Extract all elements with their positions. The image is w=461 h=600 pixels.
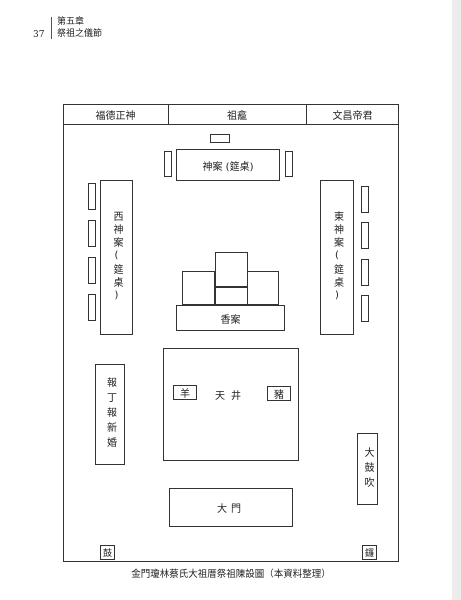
gong-marker: 鑼 xyxy=(362,545,377,560)
courtyard xyxy=(163,348,299,461)
main-gate: 大門 xyxy=(169,488,293,527)
offering-stack-middle xyxy=(215,287,248,305)
header-divider xyxy=(51,17,52,39)
wenchang-label: 文昌帝君 xyxy=(332,110,373,122)
page-gutter xyxy=(452,0,461,600)
west-chair-3 xyxy=(88,257,96,284)
main-altar-chair-right xyxy=(285,151,293,177)
east-chair-1 xyxy=(361,186,369,213)
west-chair-1 xyxy=(88,183,96,210)
east-chair-3 xyxy=(361,259,369,286)
courtyard-label: 天井 xyxy=(215,390,247,402)
goat-offering: 羊 xyxy=(173,385,197,400)
offering-item xyxy=(210,134,230,143)
offering-stack-right xyxy=(247,271,279,305)
chapter-title: 祭祖之儀節 xyxy=(57,29,103,39)
drum-music-marker: 大鼓吹 xyxy=(357,433,378,505)
incense-table: 香案 xyxy=(176,305,285,331)
main-altar: 神案 (筵桌) xyxy=(176,149,280,181)
hall-layout-diagram xyxy=(63,104,399,562)
birth-marriage-notice: 報丁報新婚 xyxy=(95,364,125,465)
west-chair-4 xyxy=(88,294,96,321)
offering-stack-left xyxy=(182,271,215,305)
drum-marker: 鼓 xyxy=(100,545,115,560)
tudigong-label: 福德正神 xyxy=(95,110,136,122)
offering-stack-top xyxy=(215,252,248,287)
east-chair-2 xyxy=(361,222,369,249)
page-number: 37 xyxy=(33,30,45,40)
east-altar: 東神案(筵桌) xyxy=(320,180,354,335)
west-altar: 西神案(筵桌) xyxy=(100,180,133,335)
figure-caption: 金門瓊林蔡氏大祖厝祭祖陳設圖（本資料整理） xyxy=(131,569,331,580)
top-bar-sep-2 xyxy=(306,104,307,124)
ancestral-shrine-label: 祖龕 xyxy=(227,110,247,122)
chapter-label: 第五章 xyxy=(57,17,85,27)
east-chair-4 xyxy=(361,295,369,322)
pig-offering: 豬 xyxy=(267,386,291,401)
top-bar-divider xyxy=(63,124,399,125)
west-chair-2 xyxy=(88,220,96,247)
top-bar-sep-1 xyxy=(168,104,169,124)
main-altar-chair-left xyxy=(164,151,172,177)
